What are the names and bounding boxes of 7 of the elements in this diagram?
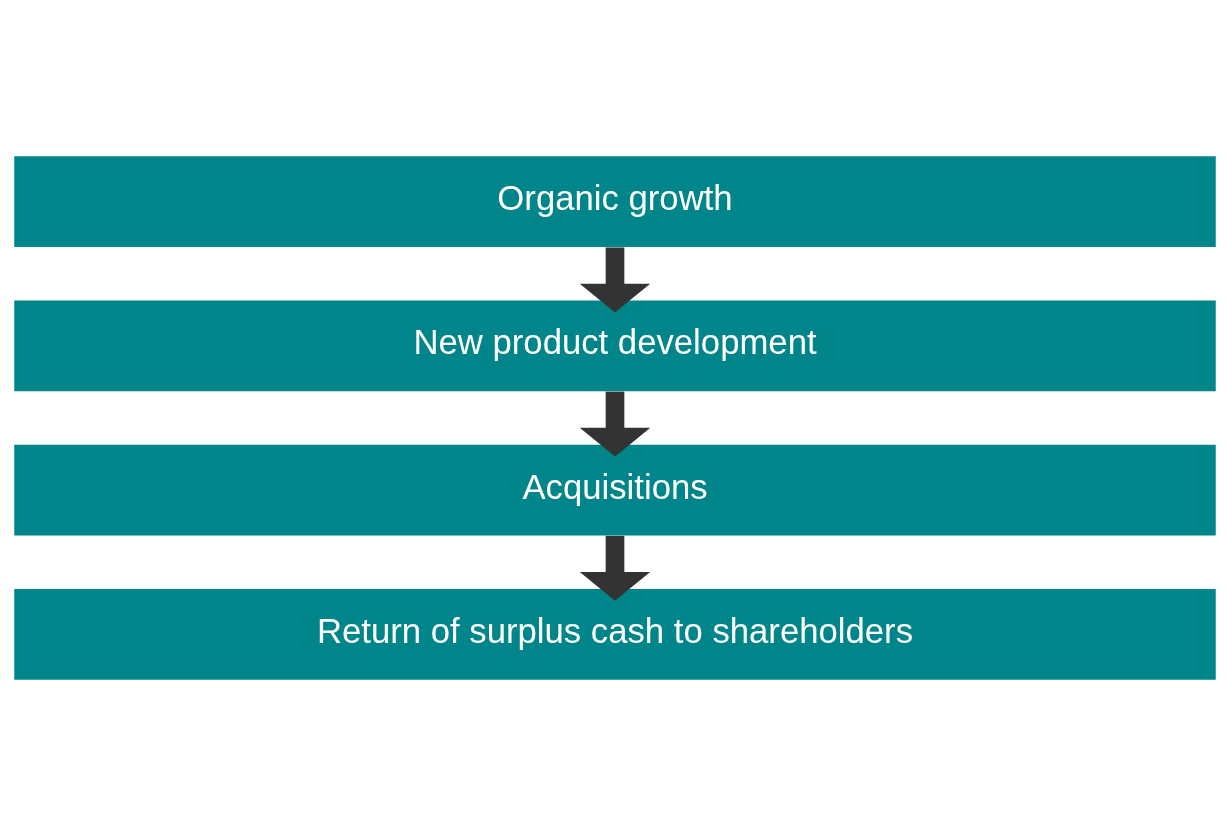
node-box: Organic growth — [14, 156, 1216, 248]
node-box: Acquisitions — [14, 444, 1216, 536]
arrow — [579, 535, 651, 601]
node-box: New product development — [14, 300, 1216, 392]
arrow — [579, 247, 651, 313]
arrow — [579, 391, 651, 457]
node-box: Return of surplus cash to shareholders — [14, 588, 1216, 680]
